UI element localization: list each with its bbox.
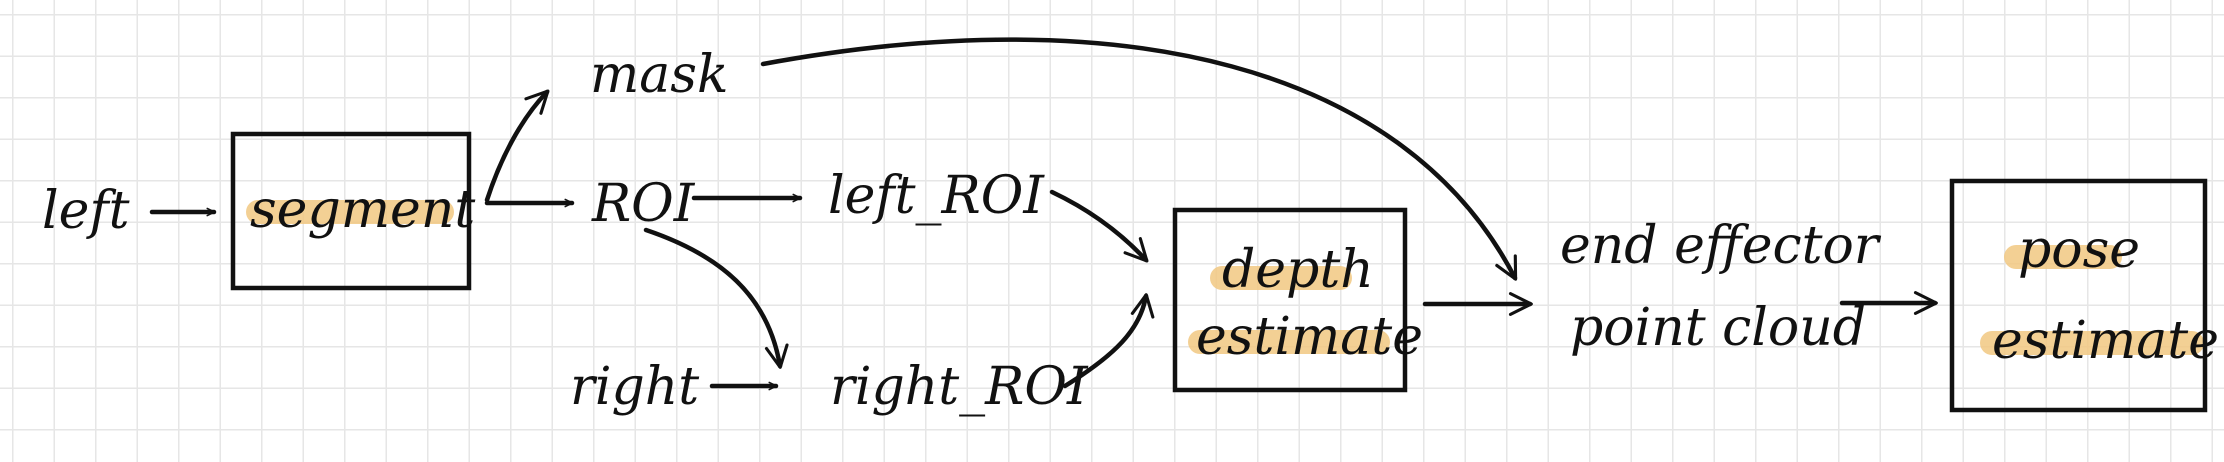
label-pose-estimate: estimate xyxy=(1992,311,2219,371)
label-depth: depth xyxy=(1222,240,1374,300)
label-point-cloud: point cloud xyxy=(1570,298,1866,358)
label-roi: ROI xyxy=(591,174,696,234)
arrow-segment-to-mask xyxy=(484,89,550,203)
pose-estimate-box xyxy=(1949,178,2208,413)
depth-estimate-box xyxy=(1172,207,1408,393)
label-end-effector: end effector xyxy=(1560,216,1882,276)
label-left-roi: left_ROI xyxy=(828,166,1045,226)
label-segment: segment xyxy=(250,180,475,240)
label-mask: mask xyxy=(590,45,729,105)
label-right-roi: right_ROI xyxy=(830,357,1089,417)
label-pose: pose xyxy=(2018,220,2140,280)
label-left: left xyxy=(42,181,130,241)
segment-box xyxy=(230,131,472,291)
arrow-right-roi-to-depth xyxy=(1062,293,1155,389)
label-right: right xyxy=(570,357,699,417)
arrow-mask-to-end-effector xyxy=(760,37,1518,281)
arrow-roi-to-right-roi xyxy=(643,227,789,369)
label-depth-estimate: estimate xyxy=(1196,307,1423,367)
arrow-left-roi-to-depth xyxy=(1049,189,1149,263)
